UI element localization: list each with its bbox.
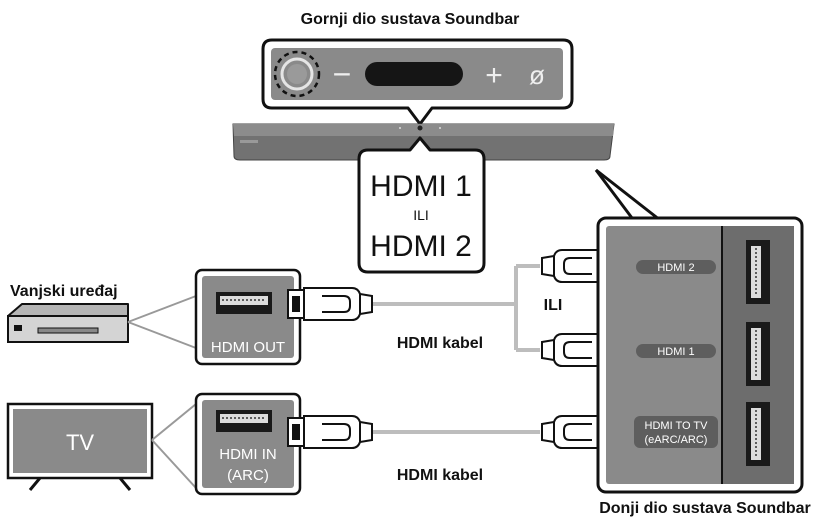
mic-off-icon: ø: [529, 60, 545, 90]
hdmi-port-icon: [746, 240, 770, 304]
hdmi-port-icon: [216, 292, 272, 314]
cable-upper-label: HDMI kabel: [397, 335, 483, 352]
cable-lower-label: HDMI kabel: [397, 467, 483, 484]
volume-up-icon: +: [485, 59, 503, 92]
hdmi-out-label: HDMI OUT: [211, 339, 285, 356]
tv-label: TV: [66, 430, 94, 455]
port-label-hdmi1: HDMI 1: [657, 346, 694, 358]
port-label-tv-line2: (eARC/ARC): [645, 434, 708, 446]
hdmi-cable-upper: [372, 264, 540, 352]
hdmi-port-icon: [746, 322, 770, 386]
top-title: Gornji dio sustava Soundbar: [301, 11, 520, 28]
led-display: [365, 62, 463, 86]
volume-down-icon: −: [333, 56, 352, 92]
tv-icon: TV: [6, 402, 154, 491]
hdmi-in-callout: HDMI 1 ILI HDMI 2: [357, 136, 486, 274]
bottom-title: Donji dio sustava Soundbar: [599, 500, 811, 517]
power-button-icon: [273, 50, 321, 98]
external-device-icon: [7, 303, 129, 343]
hdmi-in-arc-panel: HDMI IN (ARC): [194, 392, 302, 496]
hdmi-port-icon: [216, 410, 272, 432]
hdmi-in-label-line1: HDMI IN: [219, 446, 277, 463]
hdmi-plug-icon: [287, 287, 373, 321]
or-label: ILI: [544, 297, 563, 314]
port-label-hdmi2: HDMI 2: [657, 262, 694, 274]
hdmi-port-icon: [746, 402, 770, 466]
hdmi-plug-icon: [287, 415, 373, 449]
callout-hdmi2: HDMI 2: [370, 230, 472, 263]
hdmi-in-label-line2: (ARC): [227, 467, 269, 484]
callout-hdmi1: HDMI 1: [370, 170, 472, 203]
port-label-tv-line1: HDMI TO TV: [645, 420, 709, 432]
hdmi-out-panel: HDMI OUT: [194, 268, 302, 366]
soundbar-bottom-callout: HDMI 2 HDMI 1 HDMI TO TV (eARC/ARC): [594, 168, 804, 494]
external-device-label: Vanjski uređaj: [10, 283, 118, 300]
top-controls-callout: − + ø: [261, 38, 574, 126]
callout-or: ILI: [413, 207, 429, 223]
